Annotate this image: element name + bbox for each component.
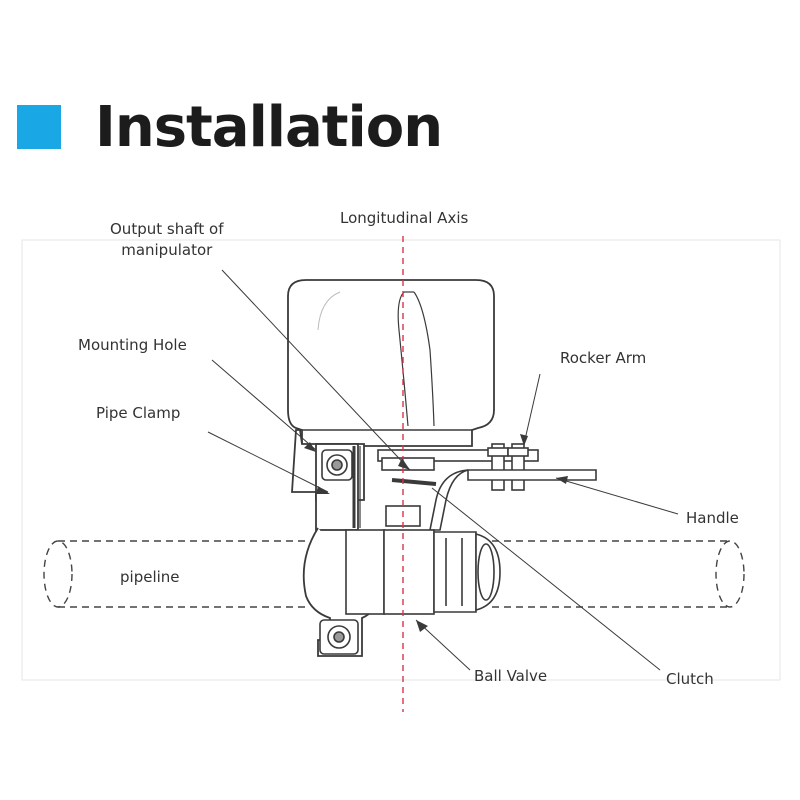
label-ball-valve: Ball Valve bbox=[474, 667, 548, 685]
label-clutch: Clutch bbox=[666, 670, 714, 688]
label-pipeline: pipeline bbox=[120, 568, 180, 586]
label-handle: Handle bbox=[686, 509, 739, 527]
clamp-bolt bbox=[319, 619, 359, 655]
mounting-hole-bolt bbox=[321, 449, 353, 481]
label-mounting-hole: Mounting Hole bbox=[78, 336, 187, 354]
page-title: Installation bbox=[95, 94, 443, 160]
leader-arrowheads bbox=[304, 434, 568, 632]
section-heading: Installation bbox=[17, 92, 443, 162]
heading-accent-square bbox=[17, 105, 61, 149]
label-rocker-arm: Rocker Arm bbox=[560, 349, 647, 367]
leader-lines bbox=[207, 269, 679, 671]
label-output-shaft: Output shaft of manipulator bbox=[110, 220, 224, 259]
diagram-frame bbox=[21, 239, 781, 681]
label-pipe-clamp: Pipe Clamp bbox=[96, 404, 181, 422]
ball-valve bbox=[345, 529, 501, 615]
valve-handle bbox=[385, 469, 597, 531]
label-longitudinal-axis: Longitudinal Axis bbox=[340, 209, 469, 227]
pipeline-outline bbox=[43, 540, 745, 608]
actuator-housing bbox=[287, 279, 495, 447]
